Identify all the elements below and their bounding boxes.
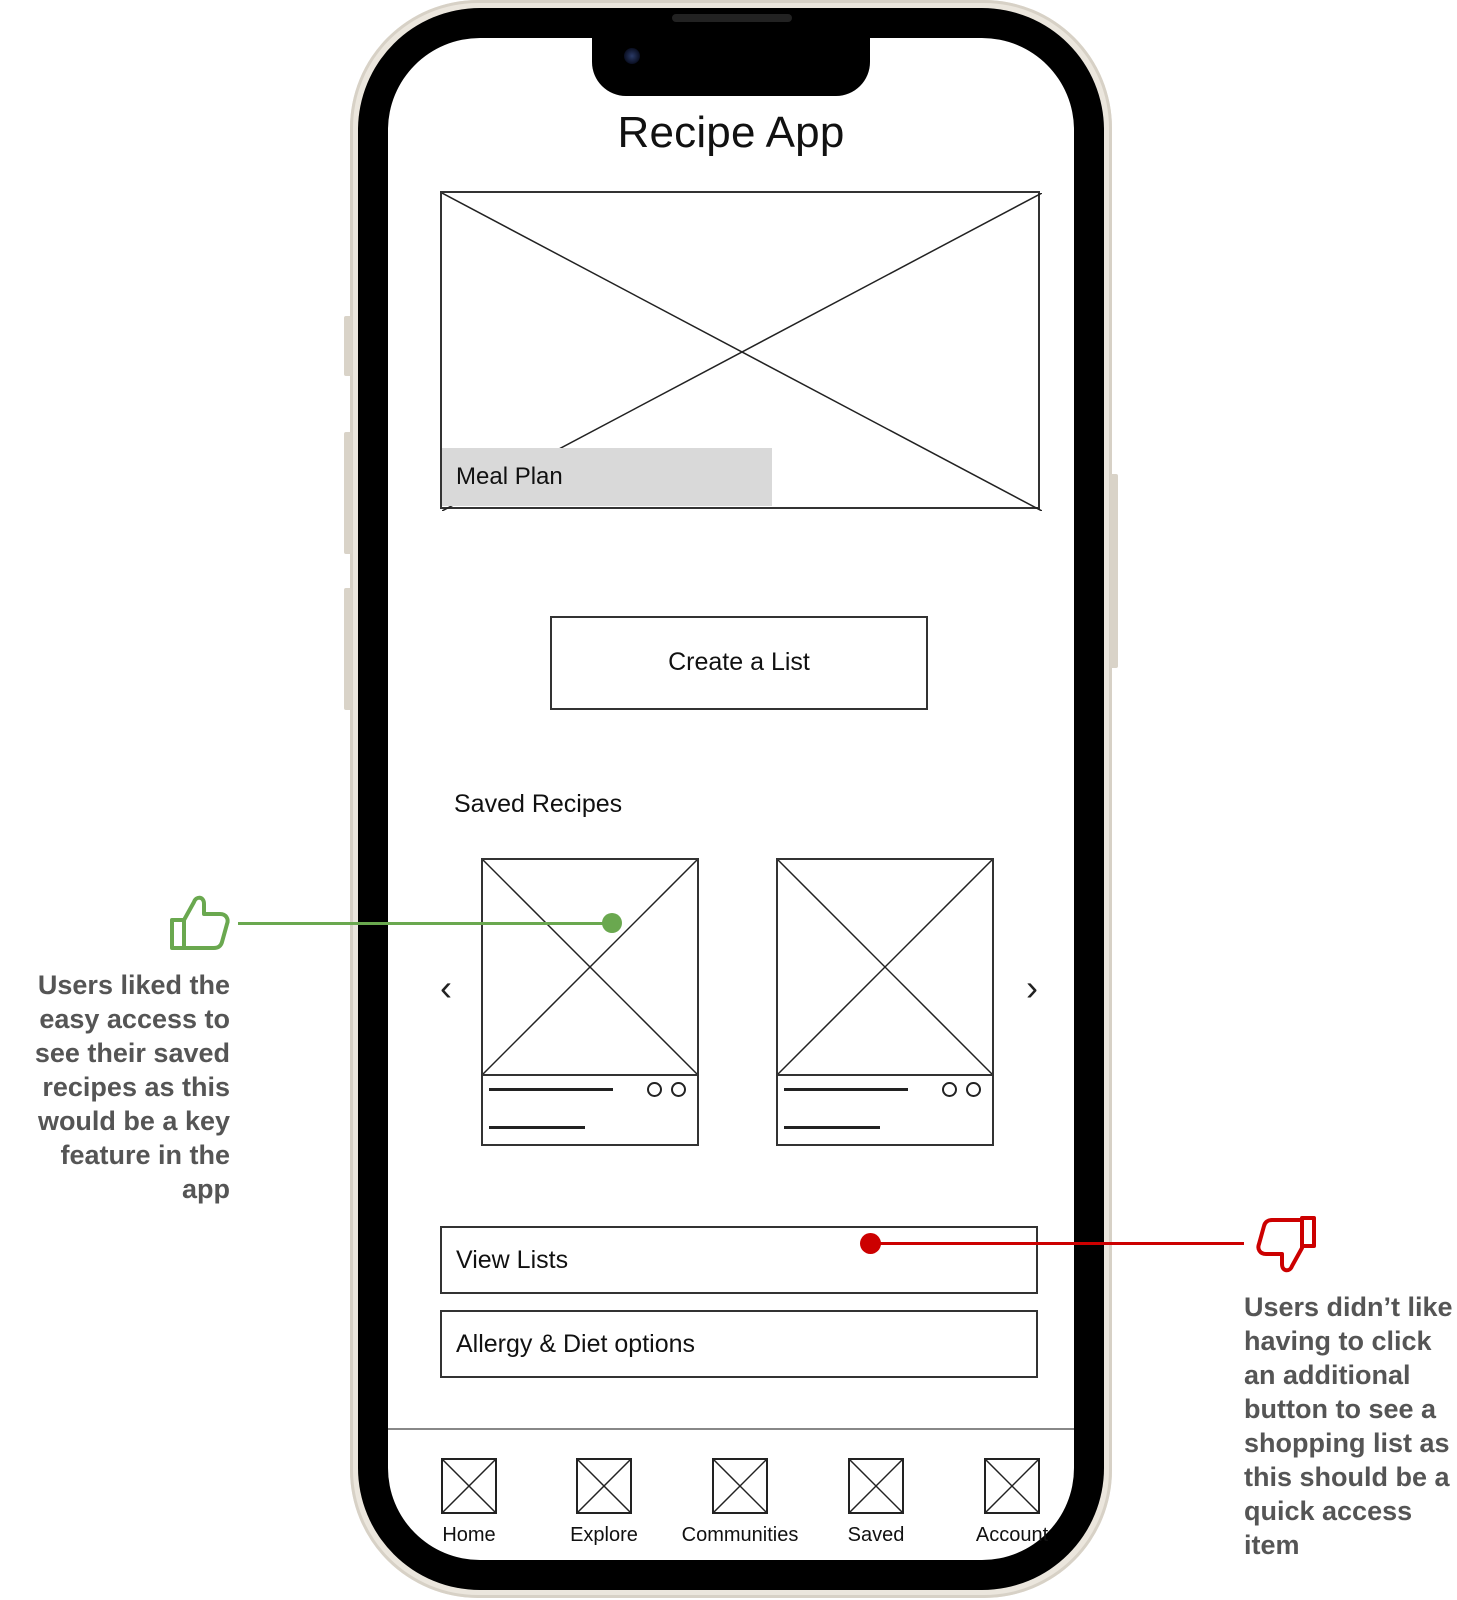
- annotation-line: Users liked the: [37, 970, 230, 1000]
- tabbar-divider: [388, 1428, 1074, 1430]
- annotation-line: button to see a: [1244, 1394, 1437, 1424]
- text-line: [489, 1126, 585, 1129]
- chevron-left-icon[interactable]: ‹: [440, 967, 452, 1008]
- view-lists-button[interactable]: View Lists: [440, 1226, 1038, 1294]
- annotation-line: feature in the: [60, 1140, 230, 1170]
- annotation-marker: [602, 913, 622, 933]
- negative-annotation-text: Users didn’t like having to click an add…: [1244, 1290, 1457, 1562]
- annotation-line: shopping list as: [1244, 1428, 1450, 1458]
- circle-icon[interactable]: [942, 1082, 957, 1097]
- allergy-diet-button[interactable]: Allergy & Diet options: [440, 1310, 1038, 1378]
- tab-home[interactable]: Home: [399, 1458, 539, 1558]
- annotation-connector: [238, 922, 608, 925]
- positive-annotation-text: Users liked the easy access to see their…: [10, 968, 230, 1206]
- tab-label: Saved: [847, 1524, 905, 1546]
- image-placeholder-icon: [984, 1458, 1040, 1514]
- side-button: [344, 432, 352, 554]
- text-line: [784, 1088, 908, 1091]
- recipe-card[interactable]: [776, 858, 994, 1146]
- annotation-line: an additional: [1244, 1360, 1411, 1390]
- text-line: [489, 1088, 613, 1091]
- annotation-marker: [860, 1233, 881, 1254]
- tab-account[interactable]: Account: [942, 1458, 1082, 1558]
- image-placeholder-icon: [848, 1458, 904, 1514]
- annotation-line: having to click: [1244, 1326, 1432, 1356]
- tab-communities[interactable]: Communities: [670, 1458, 810, 1558]
- tab-label: Explore: [570, 1524, 638, 1546]
- annotation-connector: [872, 1242, 1244, 1245]
- tab-label: Account: [975, 1524, 1049, 1546]
- side-button: [1110, 474, 1118, 668]
- annotation-line: recipes as this: [42, 1072, 230, 1102]
- annotation-line: item: [1244, 1530, 1300, 1560]
- tab-saved[interactable]: Saved: [806, 1458, 946, 1558]
- recipe-card[interactable]: [481, 858, 699, 1146]
- annotation-line: easy access to: [39, 1004, 230, 1034]
- recipe-card-footer: [778, 1074, 992, 1146]
- image-placeholder-icon: [778, 860, 992, 1074]
- annotation-line: this should be a: [1244, 1462, 1450, 1492]
- annotation-line: Users didn’t like: [1244, 1292, 1453, 1322]
- circle-icon[interactable]: [966, 1082, 981, 1097]
- thumbs-down-icon: [1256, 1216, 1316, 1273]
- annotation-line: app: [181, 1174, 230, 1204]
- speaker: [672, 14, 792, 22]
- thumbs-up-icon: [170, 895, 230, 950]
- side-button: [344, 316, 352, 376]
- annotation-line: quick access: [1244, 1496, 1413, 1526]
- image-placeholder-icon: [483, 860, 697, 1074]
- tab-label: Home: [442, 1524, 496, 1546]
- tab-explore[interactable]: Explore: [534, 1458, 674, 1558]
- recipe-card-footer: [483, 1074, 697, 1146]
- create-list-button[interactable]: Create a List: [550, 616, 928, 710]
- circle-icon[interactable]: [647, 1082, 662, 1097]
- saved-recipes-heading: Saved Recipes: [454, 790, 623, 818]
- side-button: [344, 588, 352, 710]
- image-placeholder-icon: [441, 1458, 497, 1514]
- text-line: [784, 1126, 880, 1129]
- image-placeholder-icon: [576, 1458, 632, 1514]
- meal-plan-label: Meal Plan: [442, 448, 772, 506]
- annotation-line: see their saved: [34, 1038, 230, 1068]
- tab-label: Communities: [681, 1524, 799, 1546]
- annotation-line: would be a key: [37, 1106, 230, 1136]
- camera-icon: [624, 48, 640, 64]
- circle-icon[interactable]: [671, 1082, 686, 1097]
- chevron-right-icon[interactable]: ›: [1026, 967, 1038, 1008]
- image-placeholder-icon: [712, 1458, 768, 1514]
- page-title: Recipe App: [617, 108, 845, 157]
